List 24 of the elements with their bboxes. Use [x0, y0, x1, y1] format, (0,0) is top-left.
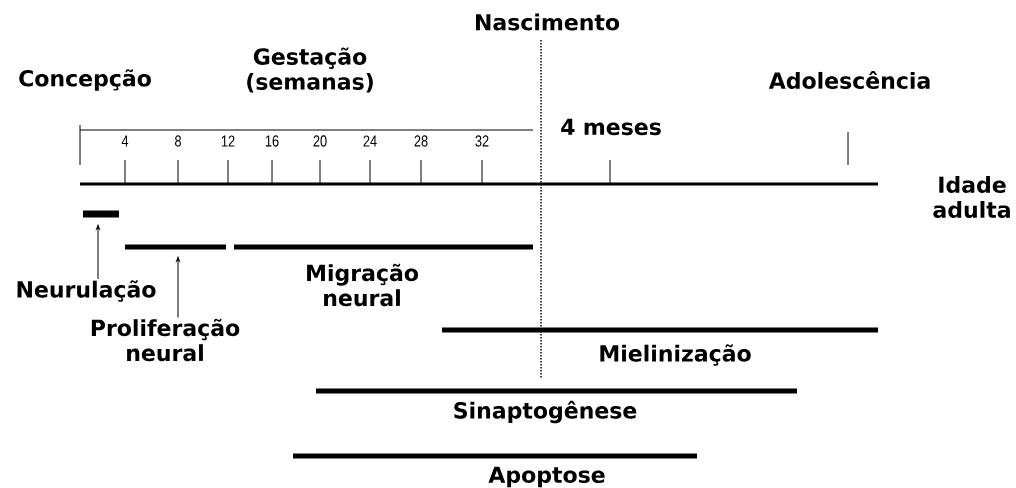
tick-label: 28	[414, 135, 428, 147]
milestone-label: Idade adulta	[933, 176, 1010, 218]
phase-label: Neurulação	[17, 280, 156, 302]
arrow	[96, 224, 100, 280]
phase-label: Mielinização	[600, 344, 751, 366]
tick-label: 20	[313, 135, 327, 147]
milestone-label: Nascimento	[476, 13, 620, 31]
timeline-bar	[83, 210, 119, 218]
arrow	[176, 256, 180, 319]
milestone-label: Concepção	[19, 69, 151, 91]
milestone-label: Adolescência	[768, 71, 930, 89]
timeline-bar	[125, 244, 226, 250]
phase-label: Sinaptogênese	[454, 400, 637, 424]
tick-label: 12	[221, 135, 235, 147]
phase-label: Proliferação neural	[91, 318, 240, 362]
tick-label: 16	[265, 135, 279, 147]
milestone-label: 4 meses	[561, 118, 661, 136]
phase-label: Apoptose	[488, 466, 605, 488]
tick-label: 32	[475, 135, 489, 147]
tick-label: 24	[363, 135, 377, 147]
tick-label: 4	[121, 135, 129, 147]
milestone-label: Gestação (semanas)	[247, 47, 373, 93]
tick-label: 8	[175, 135, 181, 147]
phase-label: Migração neural	[307, 263, 419, 307]
